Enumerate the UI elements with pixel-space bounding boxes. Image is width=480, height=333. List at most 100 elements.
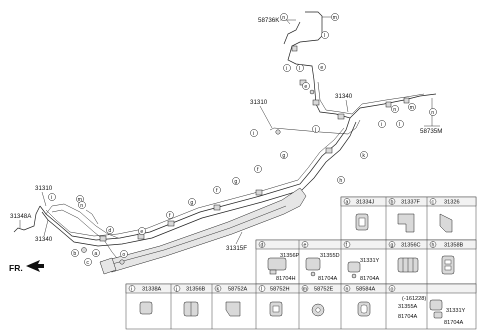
svg-text:g: g <box>190 200 193 206</box>
legend-cell-i: i 31338A <box>128 285 162 315</box>
callout-i-4 <box>48 193 56 201</box>
svg-text:i: i <box>51 195 52 201</box>
callout-k <box>360 151 368 159</box>
part-label-58736K: 58736K <box>258 17 280 24</box>
svg-text:m: m <box>303 286 307 292</box>
part-label-31340-upper: 31340 <box>335 93 353 100</box>
svg-text:l: l <box>324 33 325 39</box>
svg-text:f: f <box>216 188 218 194</box>
callout-a <box>92 249 100 257</box>
svg-text:31331Y: 31331Y <box>360 258 380 264</box>
legend-cell-o: o (-161228) 31355A 31331Y 81704A 81704A <box>388 285 466 326</box>
svg-text:b: b <box>391 199 394 205</box>
clip-icon <box>225 301 241 317</box>
clip-icon <box>441 255 455 275</box>
svg-text:f: f <box>257 167 259 173</box>
svg-text:31355D: 31355D <box>320 253 340 259</box>
svg-text:j: j <box>175 286 177 292</box>
svg-text:h: h <box>339 178 342 184</box>
legend-cell-a: a 31334J <box>343 198 375 231</box>
legend-cell-e: e 31355D 81704A <box>301 241 340 282</box>
legend-cell-g: g 31356C <box>388 241 421 273</box>
svg-text:31338A: 31338A <box>142 287 162 293</box>
svg-text:g: g <box>391 242 394 248</box>
svg-text:31356P: 31356P <box>280 253 300 259</box>
svg-text:81704A: 81704A <box>318 276 338 282</box>
svg-text:58584A: 58584A <box>356 287 376 293</box>
svg-text:a: a <box>94 251 97 257</box>
svg-text:k: k <box>217 286 220 292</box>
svg-text:n: n <box>282 15 285 21</box>
clip-icon <box>267 257 287 275</box>
clip-icon <box>355 213 369 231</box>
svg-text:e: e <box>304 84 307 90</box>
part-label-31340-front: 31340 <box>35 236 53 243</box>
clip-icon <box>81 45 410 265</box>
callout-f <box>254 165 262 173</box>
callout-f-2 <box>213 186 221 194</box>
svg-text:c: c <box>432 199 435 205</box>
legend-cell-f: f 31331Y 81704A <box>343 241 380 282</box>
callout-c <box>84 258 92 266</box>
clip-icon <box>269 301 283 317</box>
callout-l-2 <box>296 64 304 72</box>
svg-text:31326: 31326 <box>444 200 460 206</box>
legend-cell-l: l 58752H <box>258 285 290 317</box>
callout-d <box>106 226 114 234</box>
svg-text:81704H: 81704H <box>276 276 296 282</box>
svg-text:31337F: 31337F <box>401 200 421 206</box>
callout-m-2 <box>408 103 416 111</box>
svg-text:l: l <box>399 122 400 128</box>
grommet-icon <box>311 303 325 317</box>
svg-text:n: n <box>346 286 349 292</box>
svg-text:81704A: 81704A <box>360 276 380 282</box>
svg-text:m: m <box>333 15 337 21</box>
svg-text:f: f <box>169 213 171 219</box>
callout-n-4 <box>78 201 86 209</box>
callout-g <box>280 151 288 159</box>
legend-cell-h: h 31358B <box>429 241 464 275</box>
svg-text:81704A: 81704A <box>444 320 464 326</box>
callout-e-3 <box>138 227 146 235</box>
clip-icon <box>305 257 321 277</box>
callout-n-3 <box>429 108 437 116</box>
callout-e-2 <box>302 82 310 90</box>
part-label-58735M: 58735M <box>420 128 442 135</box>
svg-text:31334J: 31334J <box>356 200 375 206</box>
legend-cell-d: d 31356P 81704H <box>258 241 300 282</box>
legend-cell-b: b 31337F <box>388 198 421 233</box>
svg-text:i: i <box>253 131 254 137</box>
svg-text:81704A: 81704A <box>398 314 418 320</box>
svg-text:58752A: 58752A <box>228 287 248 293</box>
clip-icon <box>183 301 199 317</box>
callout-e <box>318 63 326 71</box>
diagram-callouts: n m l i l e e m n l n i i j k g h f g f … <box>48 13 437 266</box>
svg-text:n: n <box>431 110 434 116</box>
front-label: FR. <box>9 263 23 273</box>
front-direction-indicator: FR. <box>9 260 44 273</box>
part-number-labels: 58736K 31310 31340 58735M 31310 31348A 3… <box>10 17 442 252</box>
svg-text:m: m <box>410 105 414 111</box>
callout-i <box>283 64 291 72</box>
callout-n-2 <box>391 105 399 113</box>
callout-f-3 <box>166 211 174 219</box>
svg-text:31358B: 31358B <box>444 243 464 249</box>
legend-cell-m: m 58752E <box>301 285 334 317</box>
svg-text:j: j <box>314 127 316 133</box>
clip-icon <box>139 301 153 315</box>
svg-text:g: g <box>282 153 285 159</box>
callout-i-2 <box>378 120 386 128</box>
clip-icon <box>347 261 361 279</box>
svg-text:l: l <box>299 66 300 72</box>
fr-arrow-icon <box>26 260 44 272</box>
svg-text:58752H: 58752H <box>270 287 290 293</box>
callout-g-3 <box>188 198 196 206</box>
part-label-31348A: 31348A <box>10 213 32 220</box>
parts-legend-table: a 31334J b 31337F c 31326 d 31356P 81704… <box>125 196 477 330</box>
svg-text:e: e <box>140 229 143 235</box>
callout-h <box>337 176 345 184</box>
callout-i-3 <box>250 129 258 137</box>
callout-l <box>321 31 329 39</box>
grommet-icon <box>357 301 371 317</box>
part-label-31310-upper: 31310 <box>250 99 268 106</box>
